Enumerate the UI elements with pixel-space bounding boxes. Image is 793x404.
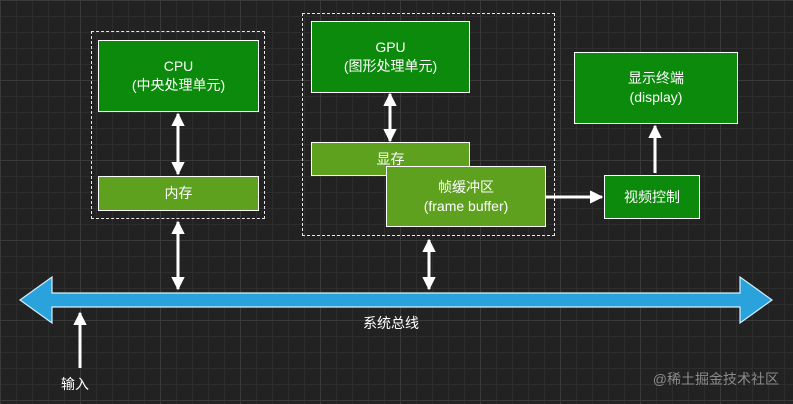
watermark: @稀土掘金技术社区 [652,371,779,387]
framebuffer-sublabel: (frame buffer) [423,197,509,214]
system-bus-arrow [18,275,774,325]
framebuffer-box: 帧缓冲区 (frame buffer) [386,166,546,227]
cpu-group-outline [91,31,265,219]
input-label: 输入 [61,376,89,392]
system-bus-label: 系统总线 [363,315,419,331]
video-controller-label: 视频控制 [624,188,680,205]
gpu-sublabel: (图形处理单元) [343,58,438,74]
memory-box: 内存 [98,176,259,211]
cpu-sublabel: (中央处理单元) [131,77,226,93]
display-label: 显示终端 [628,70,684,86]
vram-label: 显存 [376,150,405,167]
display-box: 显示终端 (display) [574,52,738,124]
memory-label: 内存 [164,185,193,201]
gpu-group-outline [302,13,555,236]
video-controller-box: 视频控制 [604,175,700,219]
cpu-box: CPU (中央处理单元) [98,40,259,112]
gpu-box: GPU (图形处理单元) [311,21,470,93]
framebuffer-label: 帧缓冲区 [438,178,494,195]
gpu-label: GPU [375,39,406,55]
cpu-label: CPU [163,58,194,74]
display-sublabel: (display) [629,89,683,105]
